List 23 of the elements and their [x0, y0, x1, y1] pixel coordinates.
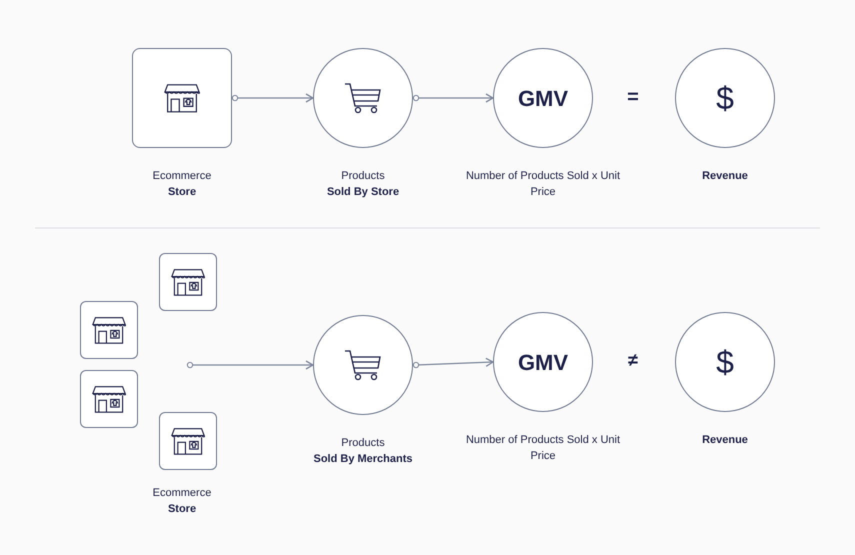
arrow [412, 358, 494, 368]
store-card [159, 253, 217, 311]
arrow [232, 93, 314, 103]
node-caption: Products Sold By Merchants [312, 436, 414, 467]
node-label: $ [716, 343, 734, 382]
arrow [186, 360, 314, 370]
node-caption: Ecommerce Store [152, 169, 212, 200]
node-caption: Revenue [701, 169, 749, 184]
store-card [132, 48, 232, 148]
not-equal-sign: ≠ [628, 352, 638, 368]
store-card [80, 370, 138, 428]
arrow [412, 93, 494, 103]
node-label: GMV [518, 84, 568, 112]
node-caption: Number of Products Sold x Unit Price [464, 433, 622, 464]
node-label: GMV [518, 348, 568, 376]
equals-sign: = [627, 89, 639, 105]
node-caption: Revenue [701, 433, 749, 448]
node-caption: Products Sold By Store [326, 169, 400, 200]
store-card [159, 412, 217, 470]
caption: Ecommerce Store [152, 486, 212, 517]
store-card [80, 301, 138, 359]
node-label: $ [716, 79, 734, 118]
node-caption: Number of Products Sold x Unit Price [464, 169, 622, 200]
